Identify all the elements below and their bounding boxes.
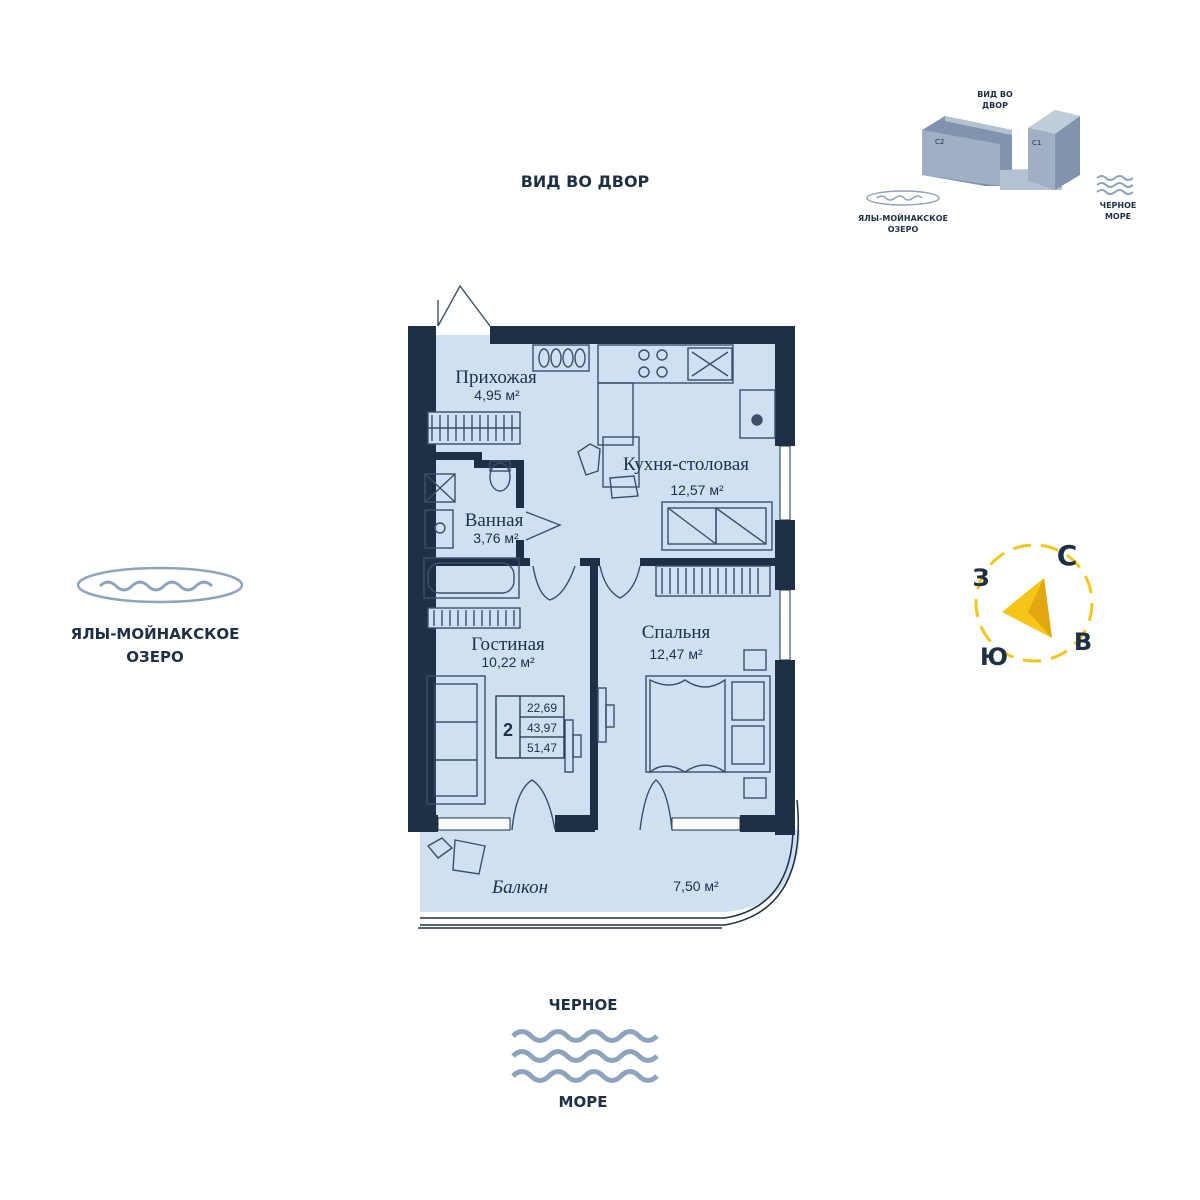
bathroom-fixtures-icon (423, 460, 520, 599)
courtyard-view-label: ВИД ВО ДВОР (521, 172, 650, 191)
compass-south: Ю (980, 643, 1008, 671)
building-minimap: ВИД ВО ДВОР С2 С1 ЯЛЫ-МОЙНАКСКОЕ ОЗЕРО Ч… (858, 90, 1136, 234)
shoe-rack-icon (532, 344, 590, 372)
room-hall-area: 4,95 м² (474, 387, 520, 403)
sea-waves-icon (511, 1029, 659, 1083)
minimap-lake-line1: ЯЛЫ-МОЙНАКСКОЕ (858, 212, 948, 223)
room-bedroom-area: 12,47 м² (649, 646, 703, 662)
minimap-sea-line1: ЧЕРНОЕ (1100, 201, 1137, 210)
apartment-plan: 2 22,69 43,97 51,47 Прихожая 4,95 м² Кух… (408, 284, 800, 929)
minimap-lake-line2: ОЗЕРО (888, 225, 919, 234)
room-hall-name: Прихожая (455, 367, 537, 388)
summary-box (495, 695, 565, 759)
room-living-area: 10,22 м² (481, 654, 535, 670)
room-living-name: Гостиная (471, 634, 545, 655)
compass: С В Ю З (972, 539, 1094, 671)
bedroom-wardrobe-icon (655, 565, 771, 597)
sea-label-bottom: МОРЕ (559, 1093, 608, 1111)
entry-door (437, 284, 491, 327)
hall-wardrobe-icon (427, 411, 521, 445)
room-kitchen-area: 12,57 м² (670, 482, 724, 498)
balcony-glazing (420, 799, 799, 926)
room-bath-name: Ванная (465, 510, 524, 531)
walls (408, 326, 795, 835)
lake-label-line2: ОЗЕРО (126, 648, 183, 666)
tv-icon (564, 719, 582, 773)
living-shelf-icon (427, 607, 521, 629)
minimap-block-c1: С1 (1032, 139, 1041, 147)
room-balcony-name: Балкон (491, 877, 548, 898)
minimap-block-c2: С2 (935, 138, 944, 146)
compass-east: В (1074, 628, 1092, 656)
bedroom-tv-icon (597, 687, 615, 743)
room-kitchen-name: Кухня-столовая (623, 454, 749, 475)
room-bath-area: 3,76 м² (473, 530, 519, 546)
lake-label-line1: ЯЛЫ-МОЙНАКСКОЕ (71, 624, 240, 643)
room-balcony-area: 7,50 м² (673, 878, 719, 894)
minimap-sea-line2: МОРЕ (1105, 212, 1131, 221)
living-sofa-icon (426, 675, 486, 805)
bed-icon (645, 649, 771, 799)
balcony-chair-icon (426, 837, 486, 875)
summary-rooms-count: 2 (503, 720, 513, 740)
minimap-courtyard-line2: ДВОР (982, 101, 1008, 110)
compass-west: З (972, 564, 989, 592)
summary-total-with-balcony: 51,47 (527, 741, 557, 755)
kitchen-sofa-icon (661, 501, 773, 551)
lake-icon (76, 566, 244, 604)
summary-total-area: 43,97 (527, 721, 557, 735)
dining-table-icon (577, 436, 640, 499)
summary-living-area: 22,69 (527, 701, 557, 715)
minimap-courtyard-line1: ВИД ВО (977, 90, 1013, 99)
door-swings (511, 511, 673, 831)
room-bedroom-name: Спальня (642, 622, 711, 643)
compass-north: С (1057, 539, 1078, 572)
sea-label-top: ЧЕРНОЕ (549, 996, 618, 1014)
kitchen-counter-icon (597, 344, 776, 446)
